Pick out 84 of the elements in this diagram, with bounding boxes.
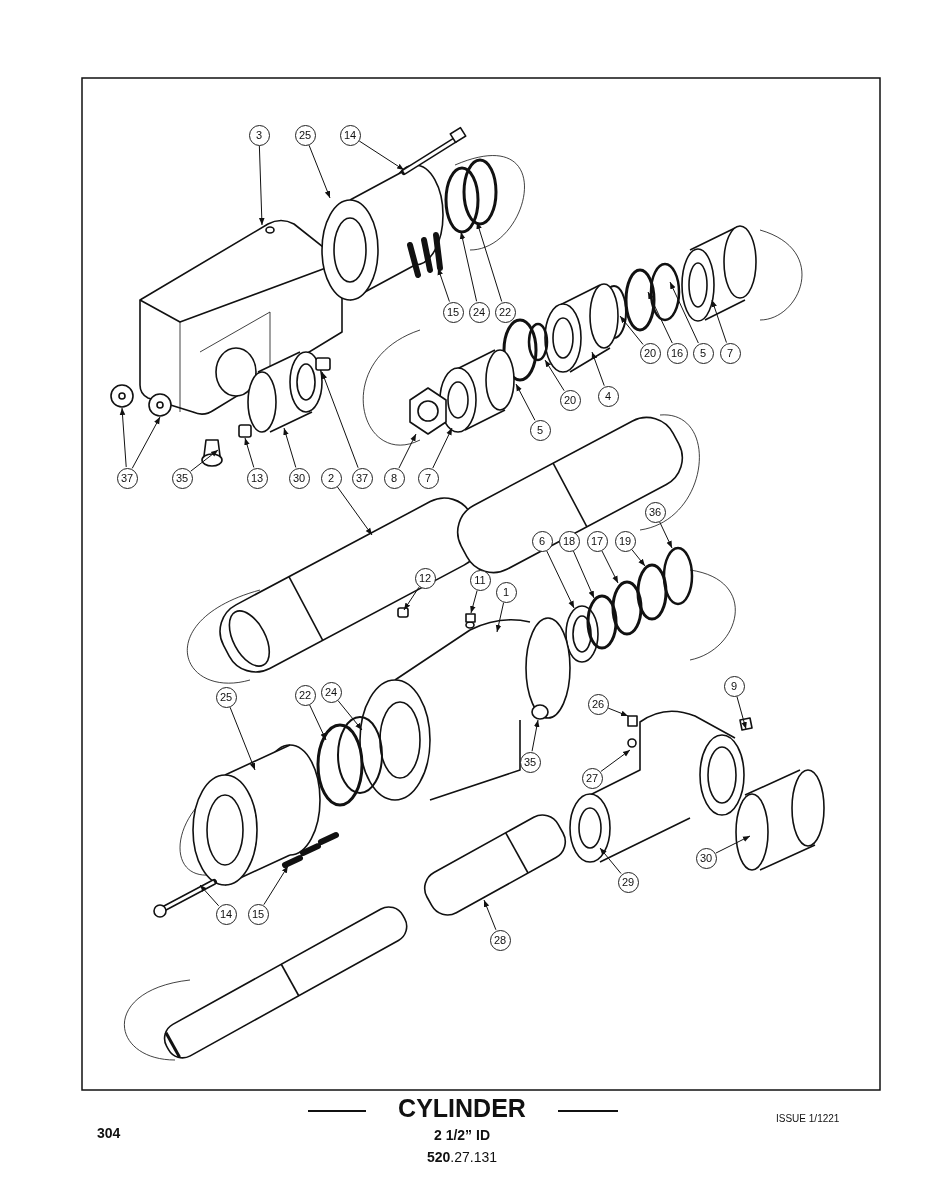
leader-line (229, 706, 256, 771)
callout-number: 17 (586, 530, 608, 552)
leader-line (244, 437, 255, 468)
callout-number: 7 (417, 467, 439, 489)
leader-line (258, 145, 265, 226)
callout-number: 3 (248, 124, 270, 146)
leader-line (131, 416, 161, 469)
leader-line (591, 351, 605, 387)
callout-number: 22 (494, 301, 516, 323)
callout-number: 8 (383, 467, 405, 489)
leader-line (515, 383, 536, 421)
callout-number: 26 (587, 693, 609, 715)
leader-line (631, 549, 646, 567)
leader-line (403, 586, 420, 611)
leader-line (531, 719, 540, 752)
page-number: 304 (97, 1125, 121, 1141)
leader-line (476, 221, 503, 302)
callout-number: 11 (469, 569, 491, 591)
leader-line (199, 884, 220, 907)
callout-number: 30 (288, 467, 310, 489)
callout-number: 22 (294, 684, 316, 706)
callout-number: 4 (597, 385, 619, 407)
leader-line (337, 700, 363, 731)
callout-number: 5 (692, 342, 714, 364)
leader-line (309, 704, 327, 741)
callout-number: 14 (215, 903, 237, 925)
callout-number: 37 (351, 467, 373, 489)
leader-line (398, 433, 417, 469)
leader-line (711, 299, 727, 344)
callout-number: 1 (495, 581, 517, 603)
callout-number: 14 (339, 124, 361, 146)
leader-line (619, 315, 644, 345)
leader-line (119, 407, 127, 468)
callout-number: 2 (320, 467, 342, 489)
callout-number: 20 (559, 389, 581, 411)
callout-number: 13 (246, 467, 268, 489)
diagram-title: CYLINDER (397, 1094, 527, 1123)
callout-number: 25 (215, 686, 237, 708)
leader-line (459, 231, 478, 302)
callout-number: 15 (247, 903, 269, 925)
callout-number: 35 (171, 467, 193, 489)
leader-line (358, 140, 405, 171)
callout-number: 9 (723, 675, 745, 697)
leader-line (432, 427, 453, 469)
leader-line (544, 359, 565, 392)
callout-number: 27 (581, 767, 603, 789)
part-number: 520.27.131 (426, 1149, 498, 1165)
leader-line (546, 550, 575, 609)
callout-number: 20 (639, 342, 661, 364)
callout-number: 19 (614, 530, 636, 552)
leader-line (572, 550, 595, 599)
leader-line (659, 521, 673, 549)
callout-number: 28 (489, 929, 511, 951)
callout-number: 35 (519, 751, 541, 773)
leader-line (736, 696, 747, 730)
leader-line (601, 550, 619, 584)
callout-number: 29 (617, 871, 639, 893)
callout-number: 7 (719, 342, 741, 364)
callout-number: 24 (320, 681, 342, 703)
leader-line (669, 281, 699, 344)
leader-line (321, 371, 359, 469)
leader-line (647, 291, 673, 344)
leader-line (715, 835, 751, 854)
size-label: 2 1/2” ID (434, 1127, 490, 1143)
callout-number: 30 (695, 847, 717, 869)
leader-line (308, 144, 331, 199)
leader-line (607, 707, 629, 717)
callout-number: 37 (116, 467, 138, 489)
leader-line (283, 427, 297, 468)
leader-line (495, 602, 505, 633)
callout-number: 15 (442, 301, 464, 323)
callout-number: 24 (468, 301, 490, 323)
callout-number: 16 (666, 342, 688, 364)
leader-line (600, 749, 631, 772)
leader-line (437, 267, 450, 303)
leader-line (336, 486, 373, 536)
issue-note: ISSUE 1/1221 (776, 1113, 840, 1124)
leader-line (263, 865, 289, 906)
leader-line (470, 590, 478, 614)
leader-line (483, 899, 497, 931)
callout-number: 25 (294, 124, 316, 146)
callout-number: 36 (644, 501, 666, 523)
leader-line (599, 847, 622, 874)
callout-number: 5 (529, 419, 551, 441)
